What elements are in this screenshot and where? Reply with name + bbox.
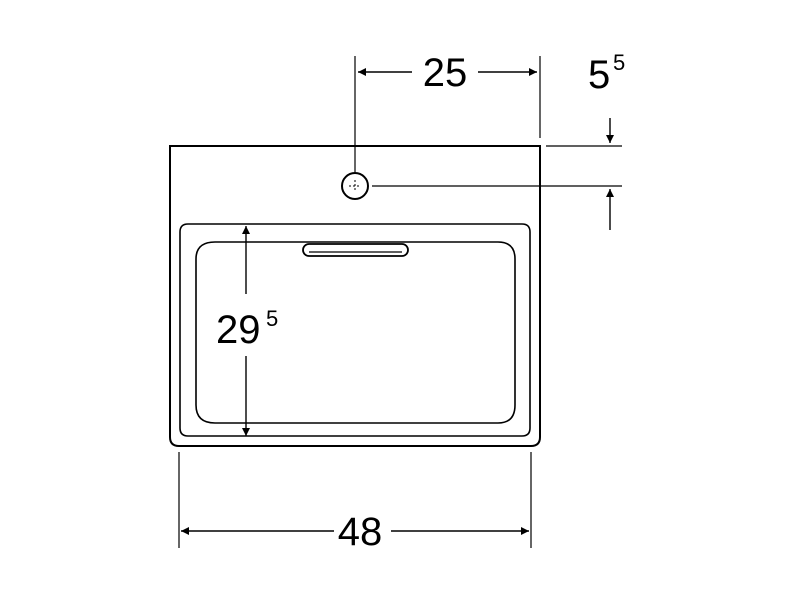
dimension-tap-hole-from-back: 5 5: [588, 50, 625, 230]
dimension-value-5-5: 5: [588, 53, 610, 97]
dimension-superscript-29-5: 5: [266, 306, 278, 331]
basin-outer-outline: [169, 145, 541, 447]
overflow-slot: [302, 243, 409, 257]
dimension-value-48: 48: [338, 510, 383, 554]
dimension-value-29-5: 29: [216, 308, 261, 352]
bowl-contour: [195, 241, 516, 424]
dimension-superscript-5-5: 5: [613, 50, 625, 75]
dimension-bowl-depth: 29 5: [216, 226, 278, 436]
tap-hole: [341, 172, 369, 200]
dimension-tap-hole-offset: 25: [358, 51, 537, 95]
dimension-value-25: 25: [423, 51, 468, 95]
basin-inner-rim: [179, 223, 531, 437]
dimension-overall-width: 48: [181, 510, 529, 554]
